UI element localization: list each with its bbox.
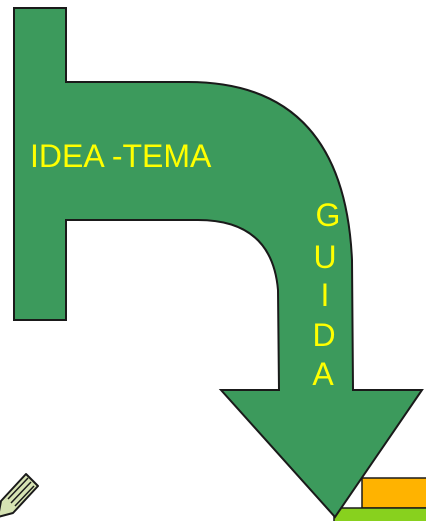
idea-tema-label: IDEA -TEMA <box>30 138 212 174</box>
orange-box <box>361 477 426 509</box>
bent-arrow-shape <box>13 7 424 519</box>
vertical-letter-i: I <box>321 277 330 313</box>
vertical-letter-d: D <box>312 317 335 353</box>
pencil-icon <box>0 473 39 518</box>
green-box <box>333 507 426 521</box>
vertical-letter-a: A <box>312 356 334 392</box>
vertical-letter-g: G <box>316 197 341 233</box>
vertical-letter-u: U <box>313 239 336 275</box>
